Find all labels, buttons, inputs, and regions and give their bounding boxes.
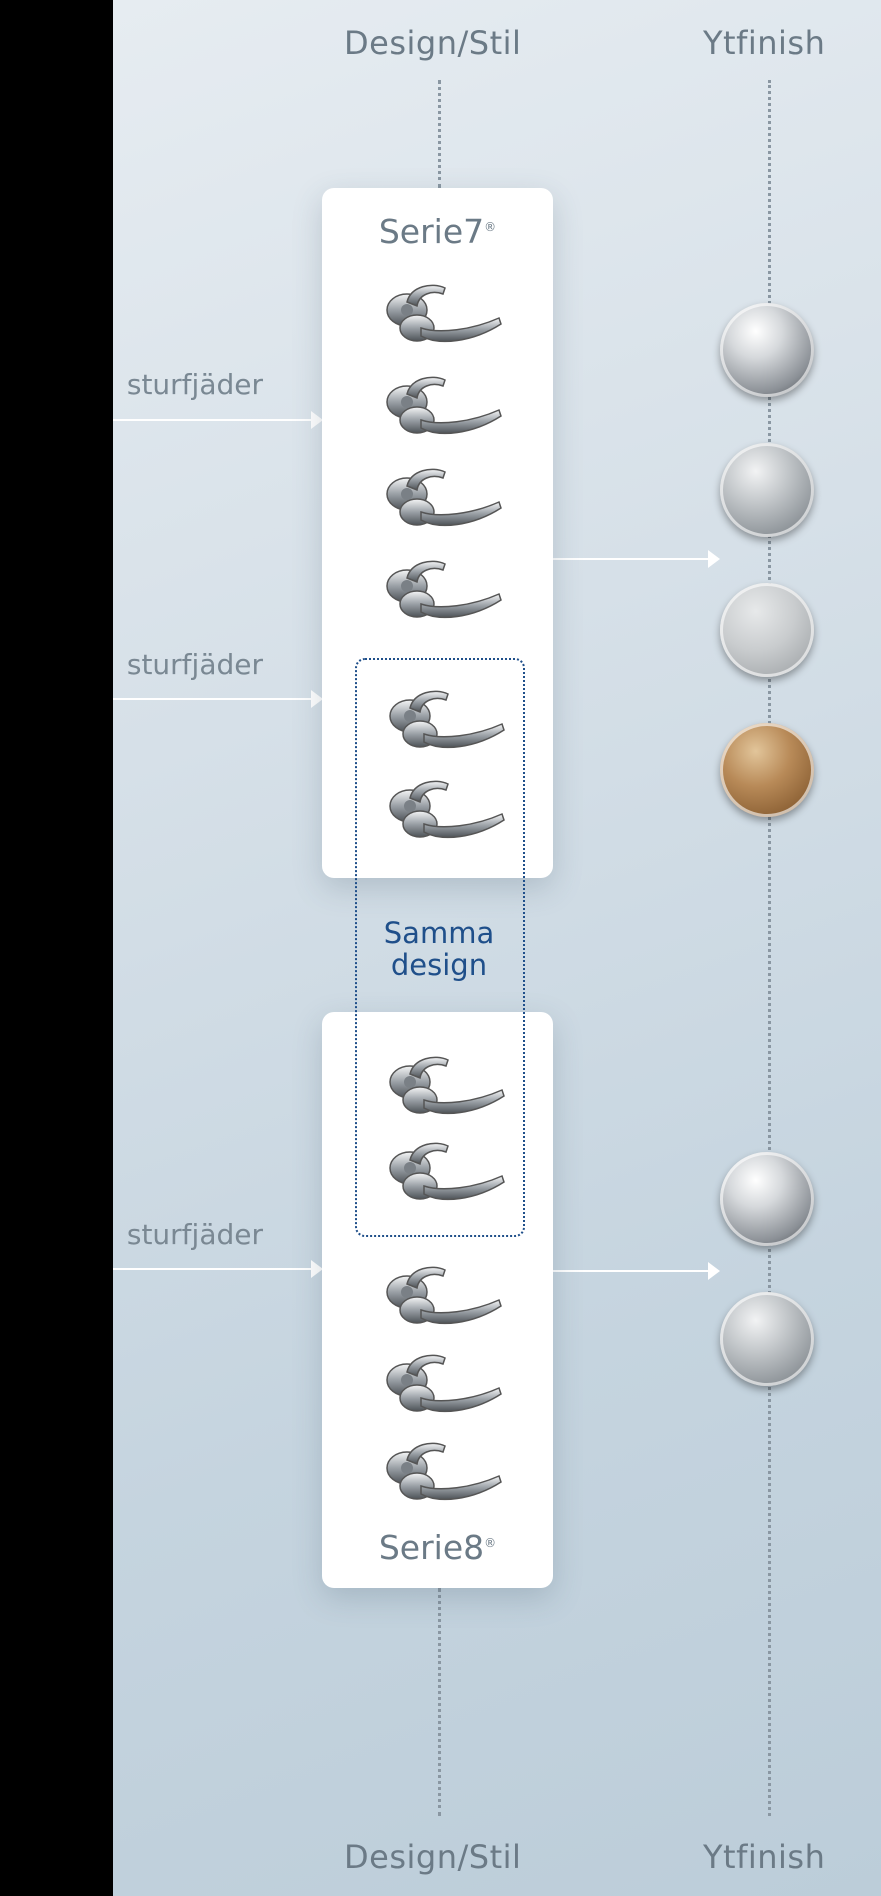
side-label-row2: sturfjäder <box>126 648 263 681</box>
design-guide-line-bottom <box>438 1588 441 1816</box>
side-label-row3: sturfjäder <box>126 1218 263 1251</box>
arrow-row1 <box>113 411 323 429</box>
lever-handle-icon <box>386 468 502 527</box>
arrow-row3 <box>113 1260 323 1278</box>
finish-swatch-steel <box>720 443 814 537</box>
same-design-frame <box>355 658 525 1237</box>
lever-handle-icon <box>386 376 502 435</box>
finish-swatch-chrome <box>720 303 814 397</box>
side-label-row1: sturfjäder <box>126 368 263 401</box>
lever-handle-icon <box>386 284 502 343</box>
design-guide-line-top <box>438 80 441 188</box>
arrow-row2 <box>113 690 323 708</box>
finish-guide-line <box>768 80 771 1816</box>
design-column-footer: Design/Stil <box>344 1838 522 1876</box>
finish-column-header: Ytfinish <box>703 24 826 62</box>
serie8-title: Serie8® <box>378 1528 497 1567</box>
lever-handle-icon <box>386 1266 502 1325</box>
finish-swatch-matte <box>720 583 814 677</box>
arrow-to-finish-top <box>553 550 720 568</box>
serie7-title: Serie7® <box>378 212 497 251</box>
arrow-to-finish-bottom <box>553 1262 720 1280</box>
finish-swatch-steel <box>720 1292 814 1386</box>
finish-swatch-brass <box>720 723 814 817</box>
design-column-header: Design/Stil <box>344 24 522 62</box>
lever-handle-icon <box>386 1354 502 1413</box>
finish-swatch-chrome <box>720 1152 814 1246</box>
same-design-label: Samma design <box>383 916 495 982</box>
finish-column-footer: Ytfinish <box>703 1838 826 1876</box>
serie7-card: Serie7® <box>322 188 553 878</box>
serie8-card: Serie8® <box>322 1012 553 1588</box>
lever-handle-icon <box>386 1442 502 1501</box>
left-black-strip <box>0 0 113 1896</box>
lever-handle-icon <box>386 560 502 619</box>
